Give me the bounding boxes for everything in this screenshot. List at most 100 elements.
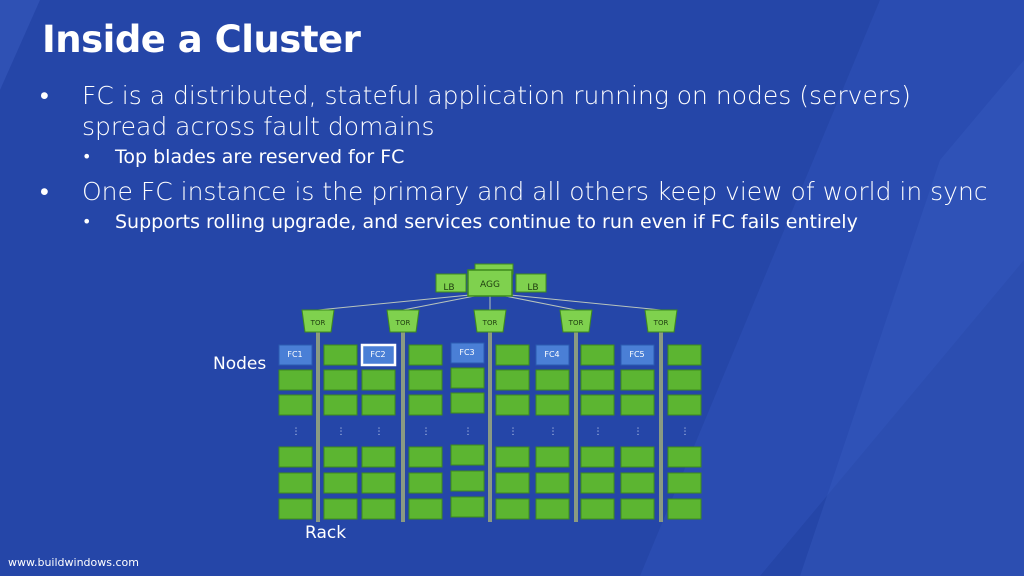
- sub-bullet-2-text: Supports rolling upgrade, and services c…: [115, 211, 858, 233]
- server-node: [323, 472, 358, 494]
- server-node: [361, 446, 396, 468]
- lb-label-right: LB: [527, 283, 538, 293]
- server-node: [323, 446, 358, 468]
- server-node: [580, 498, 615, 520]
- tor-switch: [559, 309, 593, 333]
- tor-switch: [301, 309, 335, 333]
- server-node: [408, 394, 443, 416]
- server-node: [667, 394, 702, 416]
- tor-label: TOR: [568, 319, 584, 327]
- rack-pole: [659, 332, 663, 522]
- server-node: [580, 369, 615, 391]
- server-node: [620, 446, 655, 468]
- server-node: [495, 472, 530, 494]
- bullet-dot: •: [40, 81, 49, 110]
- bullet-dot: •: [40, 177, 49, 206]
- rack-pole: [316, 332, 320, 522]
- server-node: [278, 369, 313, 391]
- server-node: [667, 472, 702, 494]
- bullet-1-text: FC is a distributed, stateful applicatio…: [82, 81, 911, 141]
- server-node: [450, 392, 485, 414]
- agg-box: [467, 269, 513, 297]
- server-node: [323, 344, 358, 366]
- server-node: [278, 446, 313, 468]
- server-node: [580, 472, 615, 494]
- server-node: [495, 498, 530, 520]
- server-node: [667, 498, 702, 520]
- server-node: [535, 369, 570, 391]
- tor-switch: [386, 309, 420, 333]
- server-node: [323, 394, 358, 416]
- fc-node: [278, 344, 313, 366]
- lb-box-left: [435, 273, 467, 293]
- server-node: [620, 472, 655, 494]
- server-node: [361, 498, 396, 520]
- ellipsis-mark: ⋮: [375, 427, 384, 437]
- rack-pole: [488, 332, 492, 522]
- server-node: [495, 394, 530, 416]
- bullet-dot: •: [82, 147, 92, 166]
- tor-label: TOR: [395, 319, 411, 327]
- server-node: [450, 367, 485, 389]
- server-node: [323, 498, 358, 520]
- bullet-1: • FC is a distributed, stateful applicat…: [40, 80, 994, 142]
- fc-node-label: FC3: [459, 348, 474, 357]
- sub-bullet-1: • Top blades are reserved for FC: [40, 144, 994, 170]
- server-node: [361, 472, 396, 494]
- server-node: [495, 344, 530, 366]
- server-node: [361, 394, 396, 416]
- rack-label: Rack: [305, 523, 347, 543]
- bullet-2: • One FC instance is the primary and all…: [40, 176, 994, 207]
- server-node: [495, 369, 530, 391]
- ellipsis-mark: ⋮: [337, 427, 346, 437]
- ellipsis-mark: ⋮: [292, 427, 301, 437]
- server-node: [408, 446, 443, 468]
- server-node: [535, 498, 570, 520]
- bullet-list: • FC is a distributed, stateful applicat…: [40, 80, 994, 241]
- bullet-dot: •: [82, 212, 92, 231]
- server-node: [580, 394, 615, 416]
- fc-node: [535, 344, 570, 366]
- server-node: [620, 369, 655, 391]
- tor-switch: [473, 309, 507, 333]
- tor-label: TOR: [653, 319, 669, 327]
- fc-node: [620, 344, 655, 366]
- uplink-wire: [489, 292, 662, 311]
- fc-node-label: FC5: [629, 350, 644, 359]
- server-node: [450, 496, 485, 518]
- server-node: [667, 369, 702, 391]
- rack-pole: [574, 332, 578, 522]
- ellipsis-mark: ⋮: [422, 427, 431, 437]
- server-node: [580, 446, 615, 468]
- server-node: [535, 472, 570, 494]
- fc-node: [450, 342, 485, 364]
- ellipsis-mark: ⋮: [509, 427, 518, 437]
- server-node: [278, 394, 313, 416]
- footer-url: www.buildwindows.com: [8, 556, 139, 569]
- lb-label-left: LB: [443, 283, 454, 293]
- rack-pole: [401, 332, 405, 522]
- ellipsis-mark: ⋮: [681, 427, 690, 437]
- ellipsis-mark: ⋮: [549, 427, 558, 437]
- server-node: [361, 369, 396, 391]
- server-node: [667, 446, 702, 468]
- sub-bullet-1-text: Top blades are reserved for FC: [115, 146, 405, 168]
- server-node: [535, 446, 570, 468]
- ellipsis-mark: ⋮: [464, 427, 473, 437]
- server-node: [408, 369, 443, 391]
- fc-node-label: FC2: [370, 350, 385, 359]
- server-node: [408, 344, 443, 366]
- ellipsis-mark: ⋮: [634, 427, 643, 437]
- fc-node-label: FC1: [287, 350, 302, 359]
- tor-label: TOR: [310, 319, 326, 327]
- fc-node-label: FC4: [544, 350, 559, 359]
- server-node: [278, 498, 313, 520]
- fc-node: [360, 343, 397, 367]
- tor-switch: [644, 309, 678, 333]
- slide-title: Inside a Cluster: [42, 18, 361, 61]
- server-node: [667, 344, 702, 366]
- server-node: [620, 498, 655, 520]
- server-node: [535, 394, 570, 416]
